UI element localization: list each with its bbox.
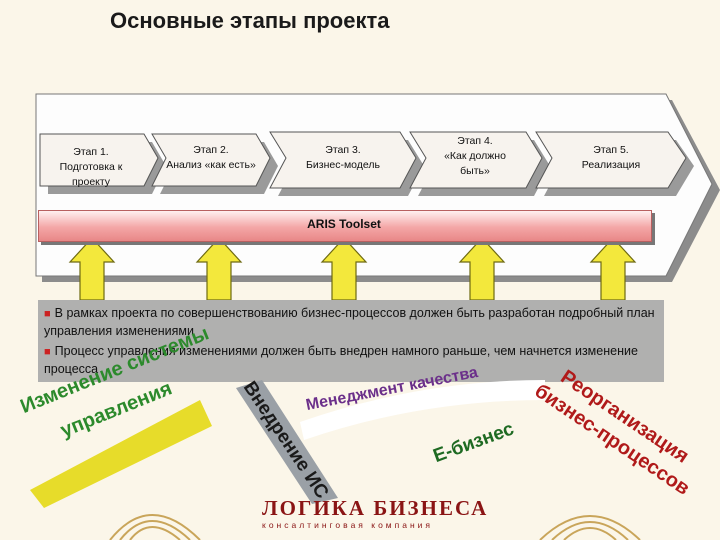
change-mgmt-wedge (30, 400, 212, 508)
stage-5-label: Этап 5. Реализация (581, 144, 641, 171)
up-arrow-3 (320, 237, 368, 300)
stage-chevron-3[interactable] (269, 131, 417, 189)
upward-arrows (68, 237, 637, 300)
stage-chevrons (39, 131, 694, 196)
info-bullet-2: ■Процесс управления изменениями должен б… (44, 343, 664, 378)
stage-chevron-4[interactable] (409, 131, 543, 189)
info-bullet-2-text: Процесс управления изменениями должен бы… (44, 344, 638, 376)
topic-fan (30, 380, 641, 540)
stage-chevron-5[interactable] (535, 131, 687, 189)
up-arrow-2 (195, 237, 243, 300)
stage-chevron-2[interactable] (151, 133, 271, 187)
info-bullet-1-text: В рамках проекта по совершенствованию би… (44, 306, 655, 338)
up-arrow-5 (589, 237, 637, 300)
logo-ornament (109, 514, 641, 540)
stage-1-label: Этап 1. Подготовка к проекту (59, 146, 123, 188)
company-logo: ЛОГИКА БИЗНЕСА (262, 496, 489, 520)
up-arrow-4 (458, 237, 506, 300)
info-box (38, 300, 664, 382)
company-tagline: консалтинговая компания (262, 520, 434, 530)
bullet-square-icon: ■ (44, 346, 51, 358)
is-wedge (236, 380, 338, 504)
tool-bar (38, 210, 652, 242)
tool-bar-label: ARIS Toolset (307, 217, 381, 231)
stage-chevron-1-face[interactable] (39, 133, 159, 187)
stage-4-label: Этап 4. «Как должно быть» (444, 135, 506, 177)
stage-2-label: Этап 2. Анализ «как есть» (166, 144, 256, 171)
quality-band (300, 380, 545, 440)
page-title: Основные этапы проекта (110, 8, 390, 33)
info-bullet-1: ■В рамках проекта по совершенствованию б… (44, 305, 664, 340)
stage-3-label: Этап 3. Бизнес-модель (306, 144, 380, 171)
bullet-square-icon: ■ (44, 308, 51, 320)
up-arrow-1 (68, 237, 116, 300)
